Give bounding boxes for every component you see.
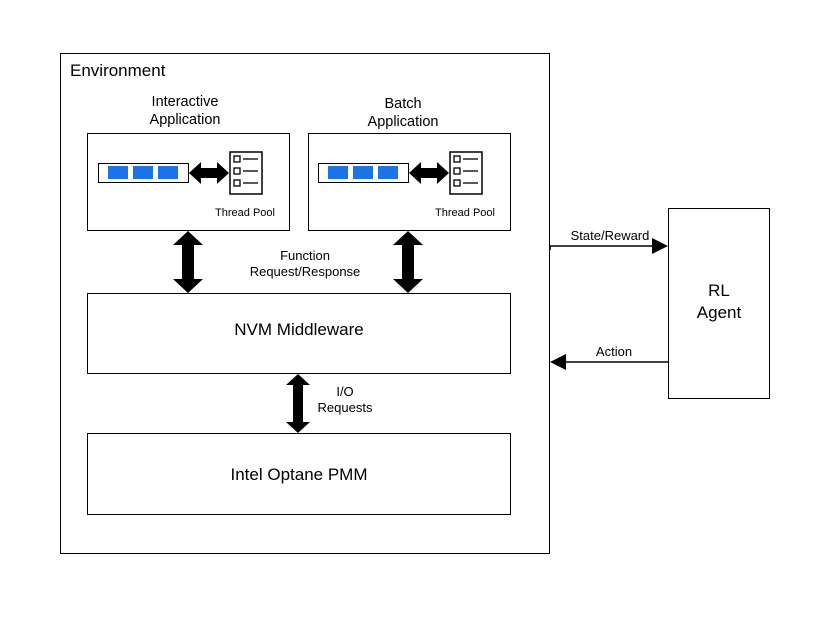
environment-title: Environment [70, 61, 166, 80]
io-label-line1: I/O [336, 384, 354, 399]
action-arrow [550, 354, 668, 370]
batch-app-title: Batch Application [323, 95, 483, 131]
batch-thread-pool-label: Thread Pool [435, 207, 495, 219]
thread-pool-list-icon [449, 151, 483, 195]
middleware-pmm-arrow [286, 374, 310, 433]
interactive-app-title-line2: Application [149, 112, 221, 129]
queue-cell [133, 166, 153, 179]
interactive-queue-pool-arrow [189, 162, 229, 184]
interactive-request-queue [98, 163, 189, 183]
io-requests-label: I/O Requests [305, 384, 385, 417]
action-label: Action [595, 344, 633, 359]
batch-queue-pool-arrow [409, 162, 449, 184]
io-label-line2: Requests [317, 400, 373, 416]
queue-cell [158, 166, 178, 179]
batch-app-title-line2: Application [367, 114, 439, 131]
queue-cell [108, 166, 128, 179]
queue-cell [353, 166, 373, 179]
batch-app-title-line1: Batch [384, 96, 422, 112]
rl-agent-label: RL Agent [668, 280, 770, 324]
function-label-line2: Request/Response [249, 264, 361, 280]
function-label-line1: Function [280, 248, 330, 263]
rl-agent-line2: Agent [696, 303, 742, 322]
interactive-app-title-line1: Interactive [151, 94, 219, 110]
thread-pool-list-icon [229, 151, 263, 195]
intel-optane-pmm-label: Intel Optane PMM [230, 465, 368, 484]
batch-request-queue [318, 163, 409, 183]
queue-cell [378, 166, 398, 179]
rl-agent-box [668, 208, 770, 399]
function-request-label: Function Request/Response [230, 248, 380, 281]
queue-cell [328, 166, 348, 179]
interactive-thread-pool-label: Thread Pool [215, 207, 275, 219]
interactive-app-title: Interactive Application [105, 93, 265, 129]
intel-optane-pmm-box [87, 433, 511, 515]
rl-agent-line1: RL [708, 281, 730, 300]
nvm-middleware-box [87, 293, 511, 374]
state-reward-label: State/Reward [570, 228, 650, 243]
state-reward-arrow [549, 238, 668, 254]
batch-middleware-arrow [393, 231, 423, 293]
nvm-middleware-label: NVM Middleware [234, 320, 364, 339]
interactive-middleware-arrow [173, 231, 203, 293]
